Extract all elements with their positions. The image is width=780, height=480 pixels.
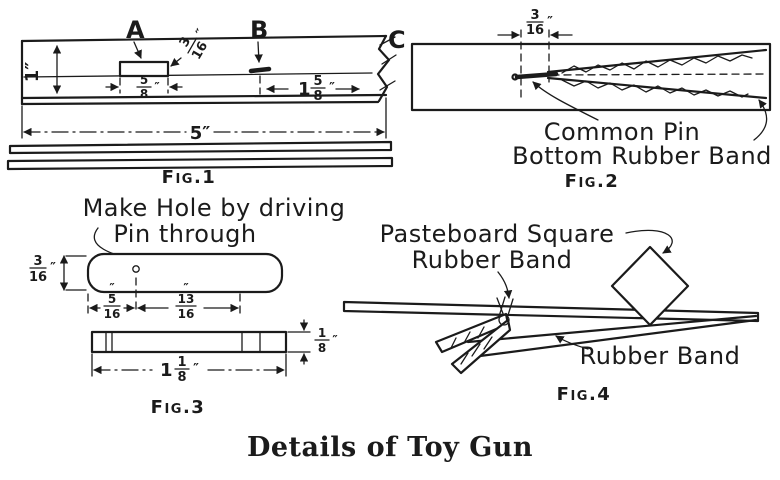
fig1-dim-notch: 3 16 ″ xyxy=(177,26,211,62)
fig1-group: A 3 16 ″ B C 1″ 5 8 ″ xyxy=(6,16,406,188)
fig4-gun-stick xyxy=(342,300,760,323)
fig4-caption: Fig.4 xyxy=(557,384,612,405)
svg-text:8: 8 xyxy=(177,370,186,385)
fig3-pin-hole xyxy=(132,265,140,273)
fig1-leader-a xyxy=(133,41,142,59)
fig4-leader-square xyxy=(625,229,673,254)
svg-text:5″: 5″ xyxy=(190,123,211,144)
svg-text:″: ″ xyxy=(154,80,160,94)
fig2-label-pin: Common Pin xyxy=(544,118,701,146)
fig1-leader-b xyxy=(254,41,263,63)
svg-text:″: ″ xyxy=(329,81,335,96)
fig1-dim-muzzle: 1 5 8 ″ xyxy=(266,74,360,104)
fig1-pin-b xyxy=(248,66,272,74)
fig3-dim-hole-span: 13 16 ″ xyxy=(137,281,239,321)
fig2-rubber-band xyxy=(546,48,768,100)
fig1-dim-block: 5 8 ″ xyxy=(105,73,183,101)
svg-text:1: 1 xyxy=(160,360,173,381)
fig3-caption: Fig.3 xyxy=(151,397,206,418)
fig4-group: Pasteboard Square Rubber Band Rubber Ban… xyxy=(342,220,760,405)
svg-text:″: ″ xyxy=(332,333,338,347)
fig2-common-pin xyxy=(511,71,559,81)
svg-text:8: 8 xyxy=(313,89,322,104)
fig1-dim-thickness: 1″ xyxy=(22,45,62,94)
fig1-label-b: B xyxy=(250,16,268,44)
fig3-dim-thickness: 3 16 ″ xyxy=(29,254,87,291)
svg-text:8: 8 xyxy=(140,87,148,101)
fig1-label-c: C xyxy=(388,26,406,54)
fig1-block-a xyxy=(118,60,170,78)
fig3-note-line1: Make Hole by driving xyxy=(83,194,346,222)
svg-text:″: ″ xyxy=(547,15,553,30)
svg-text:1: 1 xyxy=(177,355,186,370)
fig1-dim-length: 5″ xyxy=(21,97,387,144)
fig1-leader-notch xyxy=(170,57,182,67)
svg-text:8: 8 xyxy=(318,341,326,355)
svg-text:″: ″ xyxy=(193,26,209,39)
fig1-break-c xyxy=(376,34,397,103)
svg-text:″: ″ xyxy=(193,362,199,377)
svg-text:16: 16 xyxy=(29,270,47,285)
svg-text:5: 5 xyxy=(313,74,322,89)
fig4-leader-band2 xyxy=(555,335,589,350)
svg-text:16: 16 xyxy=(178,307,195,321)
svg-text:16: 16 xyxy=(104,307,121,321)
svg-text:″: ″ xyxy=(50,261,56,276)
fig2-label-band: Bottom Rubber Band xyxy=(512,142,772,170)
fig1-caption: Fig.1 xyxy=(162,167,217,188)
fig3-dim-hole-offset: 5 16 ″ xyxy=(87,277,241,321)
fig2-leader-pin xyxy=(532,81,599,121)
svg-text:1″: 1″ xyxy=(22,62,43,83)
svg-text:3: 3 xyxy=(530,8,539,23)
svg-text:3: 3 xyxy=(33,254,42,269)
fig2-dim-notch: 3 16 ″ xyxy=(497,8,573,40)
svg-text:1: 1 xyxy=(318,326,326,340)
fig3-group: Make Hole by driving Pin through 3 16 ″ … xyxy=(29,194,345,418)
fig4-label-square: Pasteboard Square xyxy=(380,220,615,248)
fig2-ext-lines xyxy=(520,29,550,101)
svg-text:1: 1 xyxy=(298,79,311,100)
fig4-label-band2: Rubber Band xyxy=(580,342,741,370)
fig4-stretched-band xyxy=(466,314,758,358)
fig3-bar-side-view xyxy=(90,330,288,354)
fig2-leader-band xyxy=(753,99,768,141)
svg-text:13: 13 xyxy=(178,292,195,306)
fig1-board-outline xyxy=(20,34,388,106)
fig4-leader-band1 xyxy=(497,271,513,299)
svg-text:″: ″ xyxy=(183,281,189,295)
fig2-board-outline xyxy=(410,42,772,112)
page-title: Details of Toy Gun xyxy=(247,432,533,463)
svg-text:5: 5 xyxy=(108,292,116,306)
fig4-clothespin xyxy=(434,312,512,375)
fig4-label-band1: Rubber Band xyxy=(412,246,573,274)
fig3-dim-height: 1 8 ″ xyxy=(287,319,338,365)
fig2-group: 3 16 ″ Common Pin Bottom Rubber Band Fig… xyxy=(410,8,772,192)
fig1-edge-strips xyxy=(6,140,394,171)
fig1-label-a: A xyxy=(126,16,145,44)
svg-text:″: ″ xyxy=(109,281,115,295)
svg-text:5: 5 xyxy=(140,73,148,87)
fig4-pasteboard-square xyxy=(610,245,690,327)
fig3-dim-width: 1 1 8 ″ xyxy=(91,353,287,385)
fig3-note-line2: Pin through xyxy=(113,220,256,248)
svg-text:16: 16 xyxy=(526,23,544,38)
fig2-caption: Fig.2 xyxy=(565,171,620,192)
